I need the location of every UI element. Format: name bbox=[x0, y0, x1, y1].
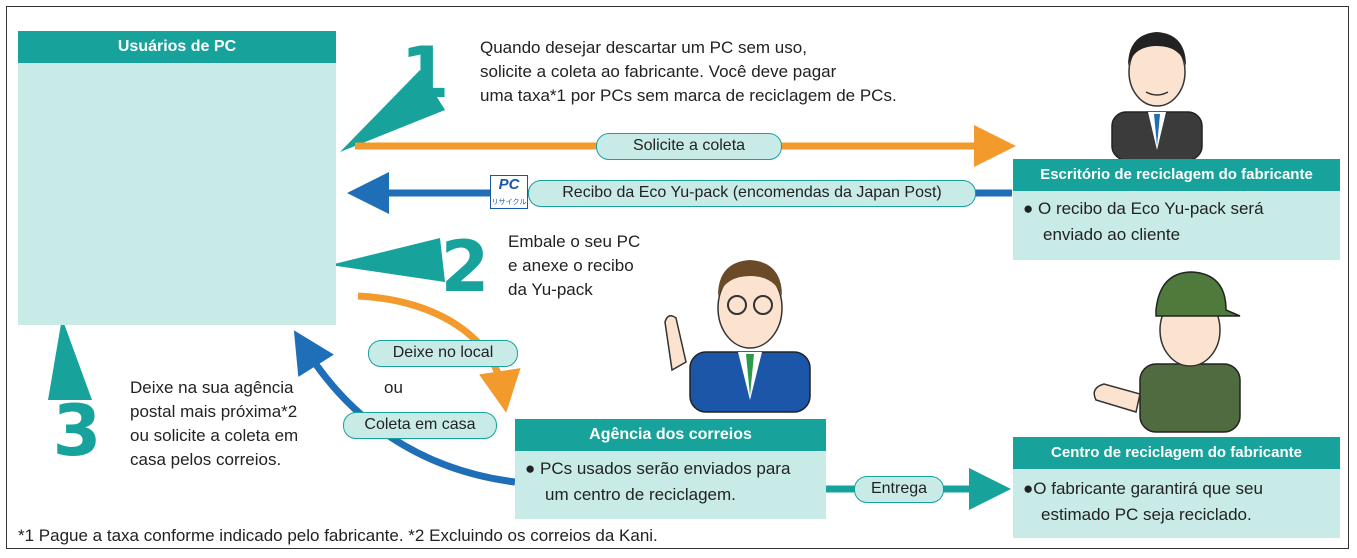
post-box-text-2: um centro de reciclagem. bbox=[545, 485, 736, 504]
users-box-title: Usuários de PC bbox=[18, 31, 336, 63]
step-3-number: 3 bbox=[52, 390, 102, 472]
delivery-pill: Entrega bbox=[854, 476, 944, 503]
home-collection-pill: Coleta em casa bbox=[343, 412, 497, 439]
pc-mark-main: PC bbox=[498, 176, 520, 193]
or-label: ou bbox=[384, 378, 403, 397]
step-1-line-2: solicite a coleta ao fabricante. Você de… bbox=[480, 62, 837, 81]
step-2-text: Embale o seu PC e anexe o recibo da Yu-p… bbox=[508, 230, 640, 302]
step-2-line-3: da Yu-pack bbox=[508, 280, 593, 299]
office-box: Escritório de reciclagem do fabricante ●… bbox=[1013, 159, 1340, 260]
step1-callout bbox=[340, 70, 445, 152]
office-box-text-2: enviado ao cliente bbox=[1043, 225, 1181, 244]
post-box-title: Agência dos correios bbox=[515, 419, 826, 451]
center-box-title: Centro de reciclagem do fabricante bbox=[1013, 437, 1340, 469]
step-2-number: 2 bbox=[440, 226, 490, 308]
pointing-postman-icon bbox=[664, 260, 811, 413]
receipt-pill: Recibo da Eco Yu-pack (encomendas da Jap… bbox=[528, 180, 976, 207]
center-box-text-2: estimado PC seja reciclado. bbox=[1041, 505, 1252, 524]
worker-icon bbox=[1093, 271, 1241, 433]
post-box-text-1: ● PCs usados serão enviados para bbox=[525, 459, 791, 478]
step-2-line-1: Embale o seu PC bbox=[508, 232, 641, 251]
step-3-text: Deixe na sua agência postal mais próxima… bbox=[130, 376, 298, 472]
pc-recycle-mark-icon: PC リサイクル bbox=[490, 175, 528, 209]
step-3-line-4: casa pelos correios. bbox=[130, 450, 282, 469]
pc-mark-sub: リサイクル bbox=[491, 199, 527, 206]
step-3-line-1: Deixe na sua agência bbox=[130, 378, 294, 397]
step-3-line-3: ou solicite a coleta em bbox=[130, 426, 299, 445]
center-box: Centro de reciclagem do fabricante ●O fa… bbox=[1013, 437, 1340, 538]
footnote: *1 Pague a taxa conforme indicado pelo f… bbox=[18, 526, 658, 545]
center-box-text-1: ●O fabricante garantirá que seu bbox=[1023, 479, 1263, 498]
dropoff-pill: Deixe no local bbox=[368, 340, 518, 367]
office-box-title: Escritório de reciclagem do fabricante bbox=[1013, 159, 1340, 191]
step-2-line-2: e anexe o recibo bbox=[508, 256, 634, 275]
step2-callout bbox=[330, 238, 445, 282]
step-1-line-1: Quando desejar descartar um PC sem uso, bbox=[480, 38, 807, 57]
step-1-number: 1 bbox=[400, 32, 450, 114]
post-box: Agência dos correios ● PCs usados serão … bbox=[515, 419, 826, 519]
step-1-line-3: uma taxa*1 por PCs sem marca de reciclag… bbox=[480, 86, 897, 105]
step3-callout bbox=[48, 318, 92, 400]
step-1-text: Quando desejar descartar um PC sem uso, … bbox=[480, 36, 897, 108]
dropoff-arrow bbox=[357, 292, 521, 413]
businessman-icon bbox=[1111, 32, 1203, 161]
users-box: Usuários de PC bbox=[18, 31, 336, 325]
step-3-line-2: postal mais próxima*2 bbox=[130, 402, 298, 421]
office-box-text-1: ● O recibo da Eco Yu-pack será bbox=[1023, 199, 1264, 218]
diagram-frame bbox=[6, 6, 1349, 549]
request-pill: Solicite a coleta bbox=[596, 133, 782, 160]
